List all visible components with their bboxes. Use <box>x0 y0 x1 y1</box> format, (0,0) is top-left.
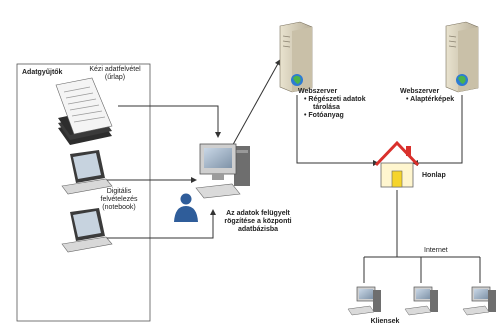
collectors-title: Adatgyűjtők <box>22 69 63 76</box>
server2-title: Webszerver <box>400 88 440 95</box>
client-computer-icon <box>347 286 381 316</box>
collectors-frame <box>16 63 151 322</box>
digital-entry-line: (notebook) <box>102 204 136 211</box>
digital-entry-label: Digitális felvételezés (notebook) <box>90 188 148 212</box>
central-db-line: rögzítése a központi <box>224 218 292 225</box>
central-db-line: adatbázisba <box>237 226 279 233</box>
digital-entry-line: felvételezés <box>100 196 138 203</box>
internet-label: Internet <box>424 247 448 254</box>
server2-label: Webszerver • Alaptérképek <box>400 88 470 104</box>
connector-lines <box>105 59 481 283</box>
home-icon <box>374 140 420 188</box>
manual-entry-line: (űrlap) <box>104 74 126 81</box>
central-db-label: Az adatok felügyelt rögzítése a központi… <box>212 210 304 234</box>
server1-title: Webszerver <box>298 88 338 95</box>
paper-form-icon <box>55 77 113 145</box>
laptop-icon <box>61 150 113 195</box>
web-server-icon <box>445 21 479 93</box>
web-server-icon <box>279 21 313 93</box>
workstation-icon <box>195 143 250 199</box>
laptop-icon <box>61 208 113 253</box>
user-icon <box>174 193 198 222</box>
server2-item: • Alaptérképek <box>406 96 455 103</box>
central-db-line: Az adatok felügyelt <box>226 210 290 217</box>
manual-entry-label: Kézi adatfelvétel (űrlap) <box>82 66 148 82</box>
server1-item: • Fotóanyag <box>304 112 344 119</box>
manual-entry-line: Kézi adatfelvétel <box>89 66 141 73</box>
clients-label: Kliensek <box>370 318 400 325</box>
server1-item: • Régészeti adatok <box>304 96 366 103</box>
digital-entry-line: Digitális <box>106 188 132 195</box>
server1-item: tárolása <box>313 104 340 111</box>
homepage-label: Honlap <box>422 172 446 179</box>
client-computer-icon <box>462 286 496 316</box>
client-computer-icon <box>404 286 438 316</box>
server1-label: Webszerver • Régészeti adatok tárolása •… <box>298 88 388 120</box>
